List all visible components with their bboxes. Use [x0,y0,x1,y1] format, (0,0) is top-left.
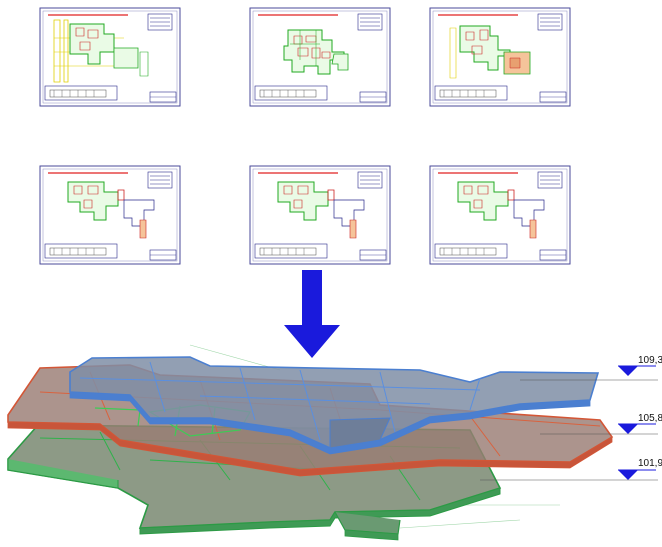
sheet-4 [39,165,181,265]
arrow-down-icon [284,270,340,358]
level-top-slab [69,356,600,455]
3d-floor-stack: 109,35 105,80 101,95 [7,344,662,541]
level-marker-bottom: 101,95 [480,458,662,481]
level-middle-elevation: 105,80 [638,413,662,424]
sheet-2 [249,7,391,107]
level-top-elevation: 109,35 [638,355,662,366]
sheet-3 [429,7,571,107]
level-marker-middle: 105,80 [540,413,662,435]
sheet-5 [249,165,391,265]
sheet-6 [429,165,571,265]
level-bottom-elevation: 101,95 [638,458,662,469]
level-marker-top: 109,35 [520,355,662,381]
sheet-1 [39,7,181,107]
